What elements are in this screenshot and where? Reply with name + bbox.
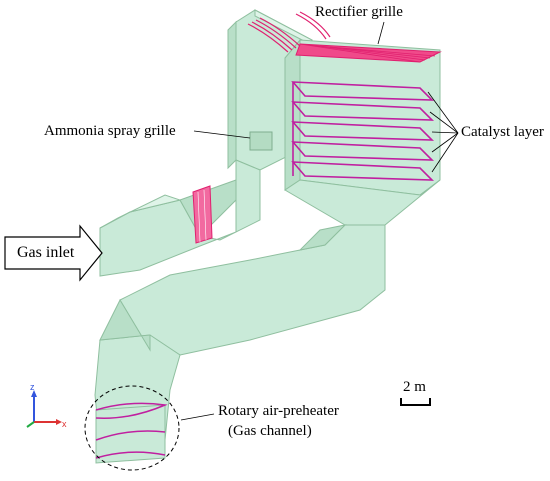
scale-bar <box>400 398 431 406</box>
z-axis-head <box>31 390 37 397</box>
ammonia-spray-grille-box <box>249 131 273 151</box>
leader-lines <box>180 21 459 421</box>
label-rotary-air-preheater: Rotary air-preheater <box>218 403 339 419</box>
label-x-axis: x <box>62 419 67 429</box>
label-ammonia-spray-grille: Ammonia spray grille <box>44 123 176 139</box>
catalyst-layers <box>291 81 434 181</box>
leader-catalyst-2 <box>429 111 459 134</box>
inlet-guide-grille <box>192 185 213 244</box>
label-catalyst-layer: Catalyst layer <box>461 124 544 140</box>
leader-catalyst-3 <box>431 131 459 134</box>
leader-catalyst-5 <box>431 132 459 173</box>
y-axis-line <box>26 421 35 428</box>
axis-triad <box>26 390 62 428</box>
leader-ammonia-spray-grille <box>193 130 251 139</box>
label-gas-channel: (Gas channel) <box>228 423 312 439</box>
rotary-air-preheater <box>84 385 180 471</box>
label-gas-inlet: Gas inlet <box>17 244 75 261</box>
preheater-highlight-circle <box>84 385 180 471</box>
label-z-axis: z <box>30 382 35 392</box>
x-axis-head <box>56 419 62 425</box>
top-coil-grille <box>247 11 331 53</box>
label-rectifier-grille: Rectifier grille <box>315 4 403 20</box>
leader-catalyst-4 <box>431 132 459 153</box>
transfer-duct <box>119 224 386 356</box>
label-scale-bar: 2 m <box>403 379 426 395</box>
leader-preheater <box>180 413 215 421</box>
rectifier-grille-mesh <box>295 43 442 63</box>
gas-inlet-arrow <box>4 224 103 282</box>
leader-rectifier-grille <box>377 21 385 45</box>
leader-catalyst-1 <box>427 91 459 134</box>
inlet-duct <box>99 159 261 277</box>
